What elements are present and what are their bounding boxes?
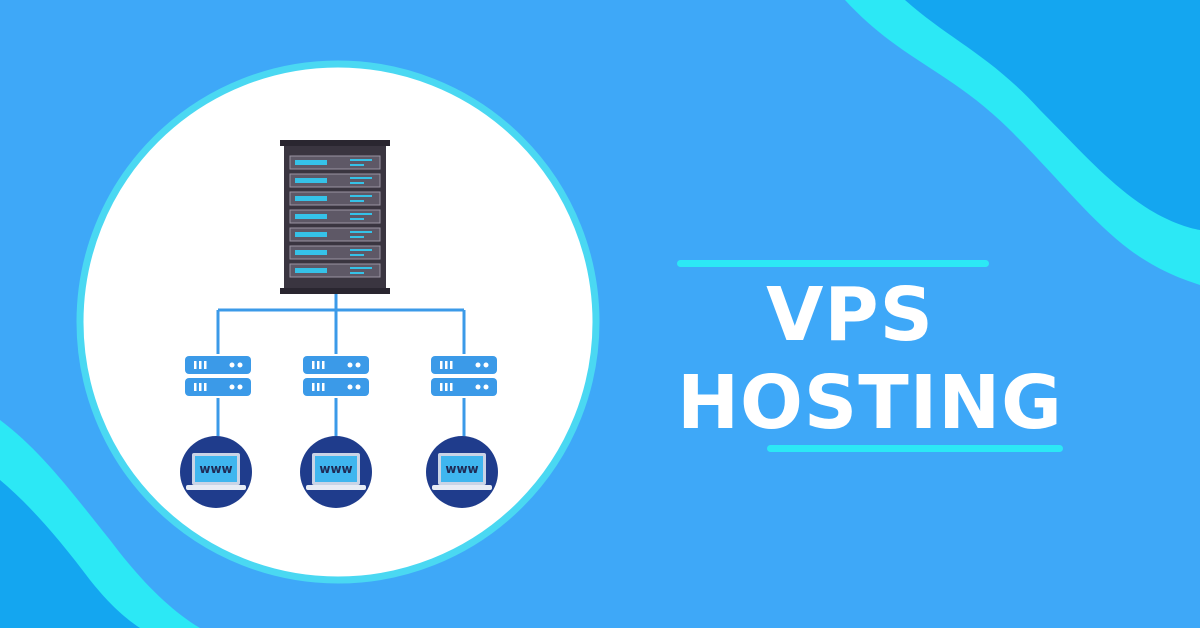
server-node-icon	[185, 356, 251, 396]
server-node-icon	[303, 356, 369, 396]
wave-bottom-left-inner	[0, 480, 140, 628]
rack-slot	[289, 173, 381, 188]
rack-slot	[289, 263, 381, 278]
www-laptop-icon: www	[426, 436, 498, 508]
title-line-2: HOSTING	[677, 360, 1063, 446]
network-connectors	[216, 294, 466, 436]
title-rule-top	[677, 260, 989, 267]
www-label: www	[199, 462, 232, 476]
server-rack-icon	[280, 140, 390, 294]
server-node-icon	[431, 356, 497, 396]
rack-slot	[289, 227, 381, 242]
www-label: www	[319, 462, 352, 476]
www-laptop-icon: www	[180, 436, 252, 508]
rack-slot	[289, 191, 381, 206]
rack-slot	[289, 209, 381, 224]
www-laptop-icon: www	[300, 436, 372, 508]
www-label: www	[445, 462, 478, 476]
wave-top-right-inner	[905, 0, 1200, 230]
rack-slot	[289, 155, 381, 170]
rack-slot	[289, 245, 381, 260]
title-rule-bottom	[767, 445, 1063, 452]
title-line-1: VPS	[766, 272, 934, 358]
